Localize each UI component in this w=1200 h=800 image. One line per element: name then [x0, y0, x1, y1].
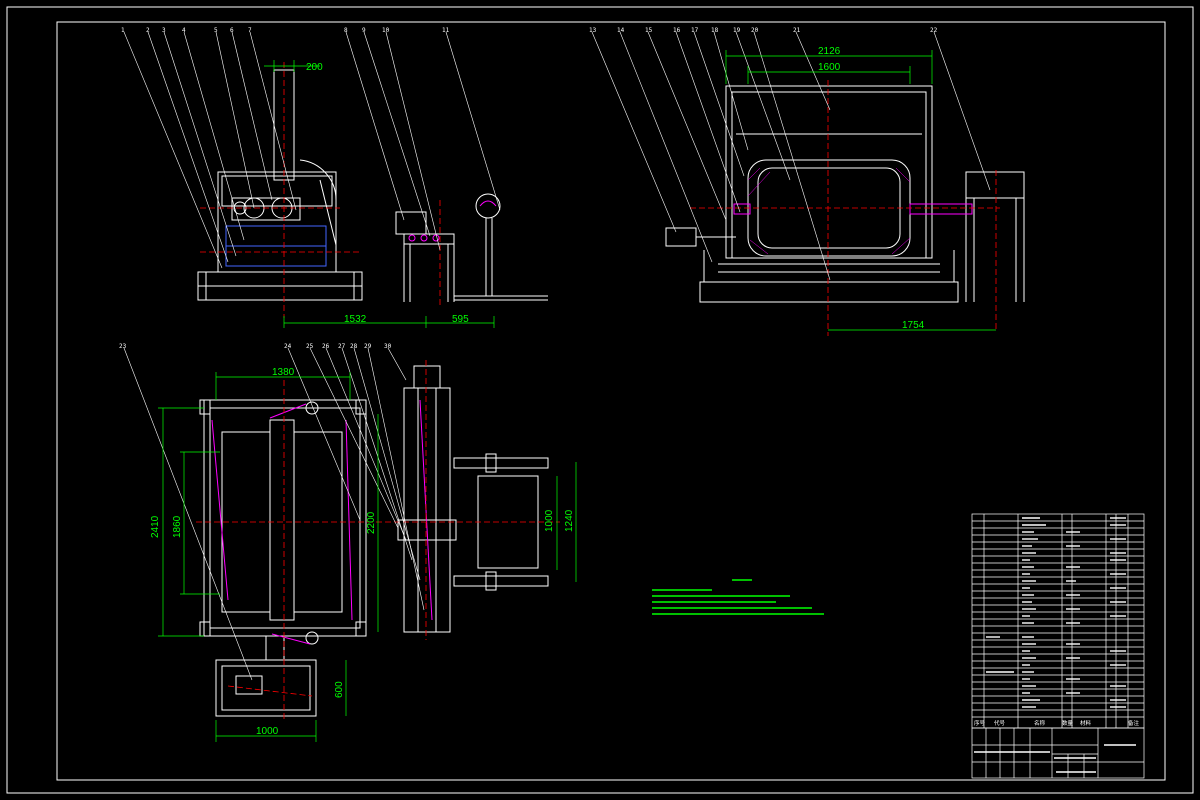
front-view-leaders: [123, 31, 501, 269]
dim-1600: 1600: [818, 62, 841, 73]
outer-frame: [6, 6, 1194, 794]
col-name: 名称: [1034, 719, 1046, 727]
dim-1754: 1754: [902, 320, 925, 331]
parts-list-filler: [986, 517, 1126, 708]
side-view-hatch: [747, 167, 911, 255]
svg-text:20: 20: [751, 27, 759, 34]
svg-text:16: 16: [673, 27, 681, 34]
svg-text:18: 18: [711, 27, 719, 34]
post-with-disk: [454, 193, 548, 301]
side-view-dimensions: [725, 50, 996, 331]
plan-view-leaders: [123, 347, 425, 681]
svg-text:30: 30: [384, 343, 392, 350]
svg-text:8: 8: [344, 27, 348, 34]
dim-2200: 2200: [366, 511, 377, 534]
svg-text:27: 27: [338, 343, 346, 350]
svg-text:6: 6: [230, 27, 234, 34]
front-view-dimensions: [264, 60, 495, 328]
svg-text:28: 28: [350, 343, 358, 350]
dim-200: 200: [306, 62, 323, 73]
svg-text:14: 14: [617, 27, 625, 34]
side-base: [699, 281, 959, 303]
svg-text:26: 26: [322, 343, 330, 350]
inner-frame: [56, 21, 1166, 781]
title-block: [971, 727, 1145, 779]
dim-600: 600: [334, 681, 345, 698]
svg-text:10: 10: [382, 27, 390, 34]
dim-1380: 1380: [272, 367, 295, 378]
front-view: [197, 69, 363, 301]
svg-text:7: 7: [248, 27, 252, 34]
side-right-stand: [965, 171, 1025, 199]
col-material: 材料: [1080, 719, 1092, 727]
front-view-centerlines: [200, 62, 360, 318]
dim-1860: 1860: [172, 515, 183, 538]
svg-text:3: 3: [162, 27, 166, 34]
svg-text:11: 11: [442, 27, 450, 34]
svg-text:9: 9: [362, 27, 366, 34]
col-code: 代号: [994, 719, 1006, 727]
side-stand: [395, 211, 455, 302]
svg-text:2: 2: [146, 27, 150, 34]
plan-motor-base: [215, 659, 317, 717]
side-view-centerlines: [690, 80, 1000, 336]
title-block-filler: [974, 744, 1136, 773]
svg-text:22: 22: [930, 27, 938, 34]
svg-text:29: 29: [364, 343, 372, 350]
dim-1000-bottom: 1000: [256, 726, 279, 737]
dim-1000-right: 1000: [544, 509, 555, 532]
plan-view-dimensions: [158, 372, 577, 742]
svg-text:17: 17: [691, 27, 699, 34]
plan-rail: [403, 387, 451, 633]
dim-1532: 1532: [344, 314, 367, 325]
svg-text:19: 19: [733, 27, 741, 34]
svg-text:5: 5: [214, 27, 218, 34]
col-note: 备注: [1128, 719, 1140, 727]
svg-text:25: 25: [306, 343, 314, 350]
side-view-leaders: [591, 31, 991, 281]
dim-2410: 2410: [150, 515, 161, 538]
plan-frame: [203, 399, 367, 637]
parts-list: [971, 513, 1145, 729]
dim-2126: 2126: [818, 46, 841, 57]
parts-list-header: 序号 代号 名称 数量 材料 备注: [974, 719, 1140, 727]
side-housing: [725, 85, 933, 259]
svg-text:23: 23: [119, 343, 127, 350]
svg-text:21: 21: [793, 27, 801, 34]
side-view: [665, 85, 1025, 303]
col-qty: 数量: [1062, 719, 1074, 727]
dim-1240: 1240: [564, 509, 575, 532]
svg-text:1: 1: [121, 27, 125, 34]
svg-text:13: 13: [589, 27, 597, 34]
svg-text:4: 4: [182, 27, 186, 34]
svg-text:15: 15: [645, 27, 653, 34]
front-frame: [217, 171, 337, 273]
col-item: 序号: [974, 719, 986, 727]
dim-595: 595: [452, 314, 469, 325]
svg-text:24: 24: [284, 343, 292, 350]
technical-notes: [652, 579, 824, 615]
